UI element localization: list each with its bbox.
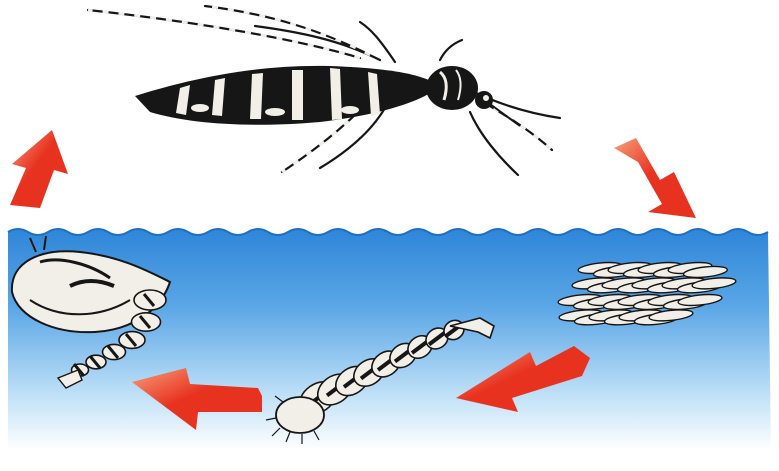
arrow-pupa-to-adult — [10, 130, 68, 208]
adult-mosquito — [88, 6, 560, 175]
arrow-adult-to-eggs — [614, 138, 696, 218]
